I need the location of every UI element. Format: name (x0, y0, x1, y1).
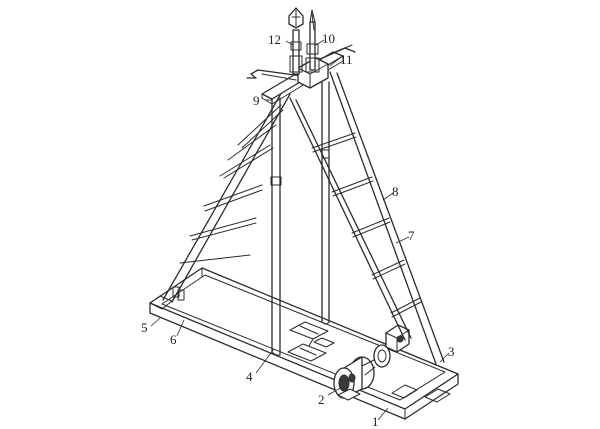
callout-4: 4 (246, 369, 253, 384)
leader-lines (150, 39, 450, 421)
callout-3: 3 (448, 344, 455, 359)
callout-9: 9 (253, 93, 260, 108)
callout-10: 10 (322, 31, 335, 46)
callout-5: 5 (141, 320, 148, 335)
callout-8: 8 (392, 184, 399, 199)
callout-2: 2 (318, 392, 325, 407)
gear-drive (361, 324, 410, 368)
base-frame (149, 267, 459, 420)
top-crossbeam (246, 44, 356, 105)
callout-11: 11 (340, 52, 353, 67)
left-inclined-leg (162, 89, 291, 303)
callout-1: 1 (372, 414, 379, 429)
callout-6: 6 (170, 332, 177, 347)
drill-rods (288, 7, 320, 75)
callout-labels: 1 2 3 4 5 6 7 8 9 10 11 12 (141, 31, 455, 429)
vertical-posts (270, 81, 330, 356)
motor (333, 356, 376, 401)
foot-plates (287, 321, 335, 362)
callout-7: 7 (408, 228, 415, 243)
right-inclined-legs (289, 71, 445, 365)
callout-12: 12 (268, 32, 281, 47)
